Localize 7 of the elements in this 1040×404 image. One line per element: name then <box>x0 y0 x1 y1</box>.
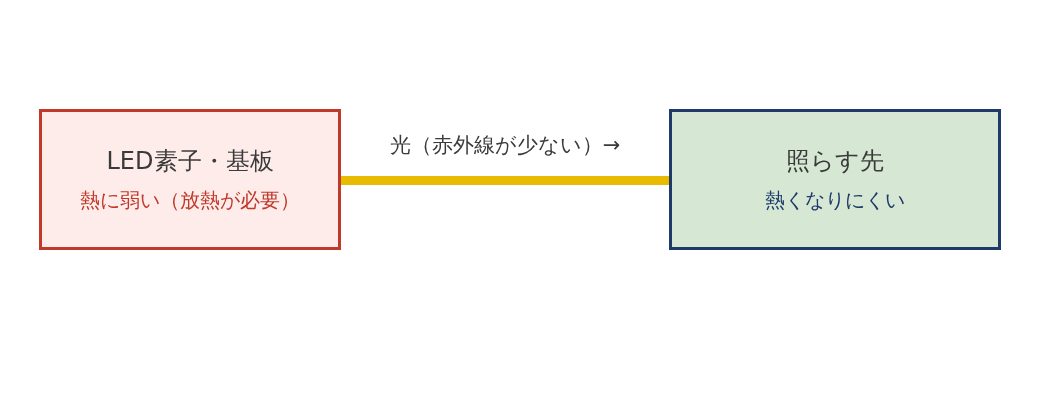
box-note: 熱くなりにくい <box>765 187 905 214</box>
process-box <box>669 109 1001 250</box>
box-title: 照らす先 <box>786 146 884 177</box>
connector-line <box>341 176 669 185</box>
process-box <box>39 109 341 250</box>
box-note: 熱に弱い（放熱が必要） <box>80 187 300 214</box>
box-title: LED素子・基板 <box>106 146 274 177</box>
